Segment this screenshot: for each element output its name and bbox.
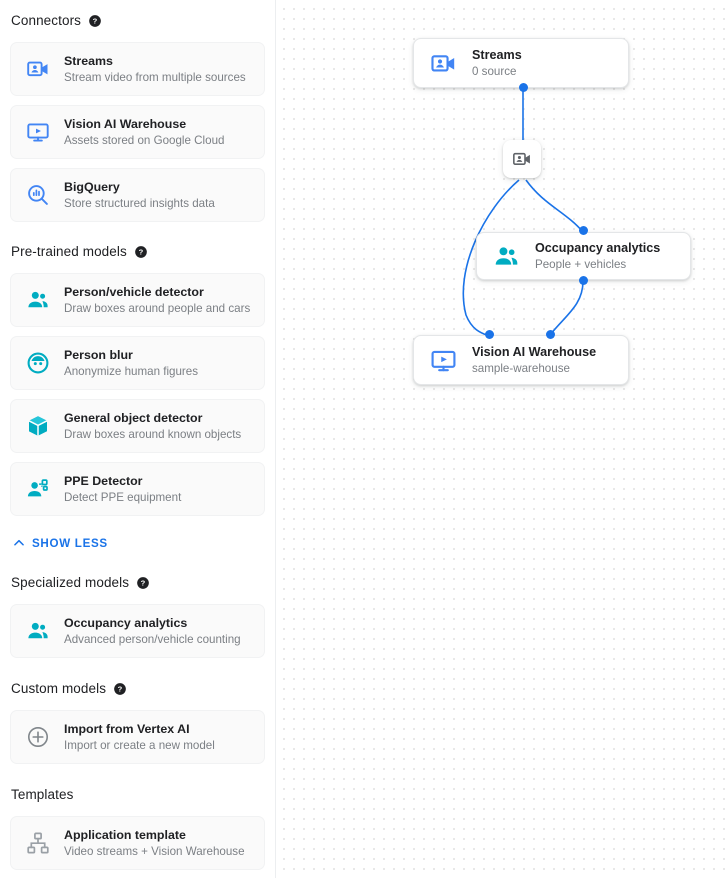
card-title: Application template [64,827,186,842]
edge-badge-to-occupancy [525,179,584,233]
model-card-person-blur[interactable]: Person blur Anonymize human figures [10,336,265,390]
connector-card-streams[interactable]: Streams Stream video from multiple sourc… [10,42,265,96]
node-subtitle: sample-warehouse [472,361,570,375]
help-icon[interactable]: ? [136,576,150,590]
hierarchy-icon [27,832,49,854]
graph-node-stream-badge[interactable] [503,140,541,178]
ppe-person-icon [27,479,48,497]
card-title: Streams [64,53,113,68]
card-text: Person blur Anonymize human figures [64,347,198,380]
plus-circle-icon [28,727,48,747]
cube-icon [28,416,48,436]
card-subtitle: Draw boxes around people and cars [64,301,251,315]
card-text: Vision AI Warehouse Assets stored on Goo… [64,116,224,149]
node-text: Vision AI Warehouse sample-warehouse [472,344,596,377]
bigquery-icon [28,185,48,205]
node-subtitle: People + vehicles [535,257,627,271]
help-icon[interactable]: ? [88,14,102,28]
section-header-connectors: Connectors ? [10,11,265,31]
people-icon [28,622,48,639]
people-icon [28,291,48,308]
section-title: Custom models [11,681,107,696]
node-text: Streams 0 source [472,47,522,80]
connector-card-vision-ai-warehouse[interactable]: Vision AI Warehouse Assets stored on Goo… [10,105,265,159]
section-header-custom-models: Custom models ? [10,679,265,699]
chevron-up-icon [14,539,24,546]
node-title: Vision AI Warehouse [472,344,597,359]
card-text: BigQuery Store structured insights data [64,179,215,212]
monitor-play-icon [431,350,456,371]
card-subtitle: Anonymize human figures [64,364,199,378]
card-text: PPE Detector Detect PPE equipment [64,473,181,506]
card-title: Vision AI Warehouse [64,116,187,131]
video-camera-icon [513,152,530,165]
connection-dot-occupancy-input[interactable] [578,226,588,235]
connection-dot-warehouse-input-right[interactable] [545,330,555,339]
graph-node-streams[interactable]: Streams 0 source [413,38,629,88]
node-title: Occupancy analytics [535,240,661,255]
show-less-button[interactable]: SHOW LESS [10,534,265,552]
help-icon[interactable]: ? [134,245,148,259]
card-text: Person/vehicle detector Draw boxes aroun… [64,284,250,317]
edge-badge-to-warehouse [462,179,520,337]
section-title: Templates [11,787,74,802]
card-subtitle: Advanced person/vehicle counting [64,632,241,646]
graph-node-occupancy-analytics[interactable]: Occupancy analytics People + vehicles [476,232,691,280]
section-header-specialized-models: Specialized models ? [10,573,265,593]
help-icon[interactable]: ? [113,682,127,696]
card-subtitle: Detect PPE equipment [64,490,182,504]
people-icon [495,246,518,265]
connection-dot-streams-output[interactable] [518,83,528,92]
section-header-pre-trained-models: Pre-trained models ? [10,242,265,262]
card-title: PPE Detector [64,473,143,488]
card-title: Import from Vertex AI [64,721,190,736]
face-blur-icon [27,352,49,374]
node-text: Occupancy analytics People + vehicles [535,240,660,273]
card-text: General object detector Draw boxes aroun… [64,410,241,443]
node-subtitle: 0 source [472,64,517,78]
section-header-templates: Templates [10,785,265,805]
node-title: Streams [472,47,522,62]
svg-text:?: ? [139,248,144,257]
card-text: Import from Vertex AI Import or create a… [64,721,215,754]
svg-text:?: ? [141,579,146,588]
show-less-label: SHOW LESS [32,536,108,550]
edge-occupancy-to-warehouse [549,280,584,336]
card-subtitle: Assets stored on Google Cloud [64,133,225,147]
model-card-import-from-vertex-ai[interactable]: Import from Vertex AI Import or create a… [10,710,265,764]
connector-card-bigquery[interactable]: BigQuery Store structured insights data [10,168,265,222]
svg-text:?: ? [118,685,123,694]
graph-canvas[interactable]: Streams 0 source Occupancy analytics Peo… [276,0,725,878]
video-camera-icon [431,54,455,72]
video-camera-icon [27,61,48,77]
model-card-occupancy-analytics[interactable]: Occupancy analytics Advanced person/vehi… [10,604,265,658]
section-title: Connectors [11,13,82,28]
card-subtitle: Stream video from multiple sources [64,70,246,84]
template-card-application-template[interactable]: Application template Video streams + Vis… [10,816,265,870]
card-title: Person/vehicle detector [64,284,204,299]
card-text: Application template Video streams + Vis… [64,827,245,860]
section-title: Specialized models [11,575,130,590]
monitor-play-icon [27,123,49,142]
svg-text:?: ? [93,17,98,26]
model-card-person-vehicle-detector[interactable]: Person/vehicle detector Draw boxes aroun… [10,273,265,327]
card-subtitle: Store structured insights data [64,196,215,210]
graph-node-vision-ai-warehouse[interactable]: Vision AI Warehouse sample-warehouse [413,335,629,385]
graph-edges [462,90,584,337]
card-title: Occupancy analytics [64,615,188,630]
card-title: BigQuery [64,179,120,194]
model-card-general-object-detector[interactable]: General object detector Draw boxes aroun… [10,399,265,453]
connection-dot-occupancy-output[interactable] [578,276,588,285]
model-card-ppe-detector[interactable]: PPE Detector Detect PPE equipment [10,462,265,516]
section-title: Pre-trained models [11,244,127,259]
card-subtitle: Video streams + Vision Warehouse [64,844,245,858]
card-subtitle: Draw boxes around known objects [64,427,242,441]
component-sidebar: Connectors ? Streams Stream video from m… [0,0,276,878]
card-title: General object detector [64,410,203,425]
card-subtitle: Import or create a new model [64,738,215,752]
card-title: Person blur [64,347,133,362]
connection-dot-warehouse-input-left[interactable] [484,330,494,339]
card-text: Occupancy analytics Advanced person/vehi… [64,615,241,648]
card-text: Streams Stream video from multiple sourc… [64,53,246,86]
